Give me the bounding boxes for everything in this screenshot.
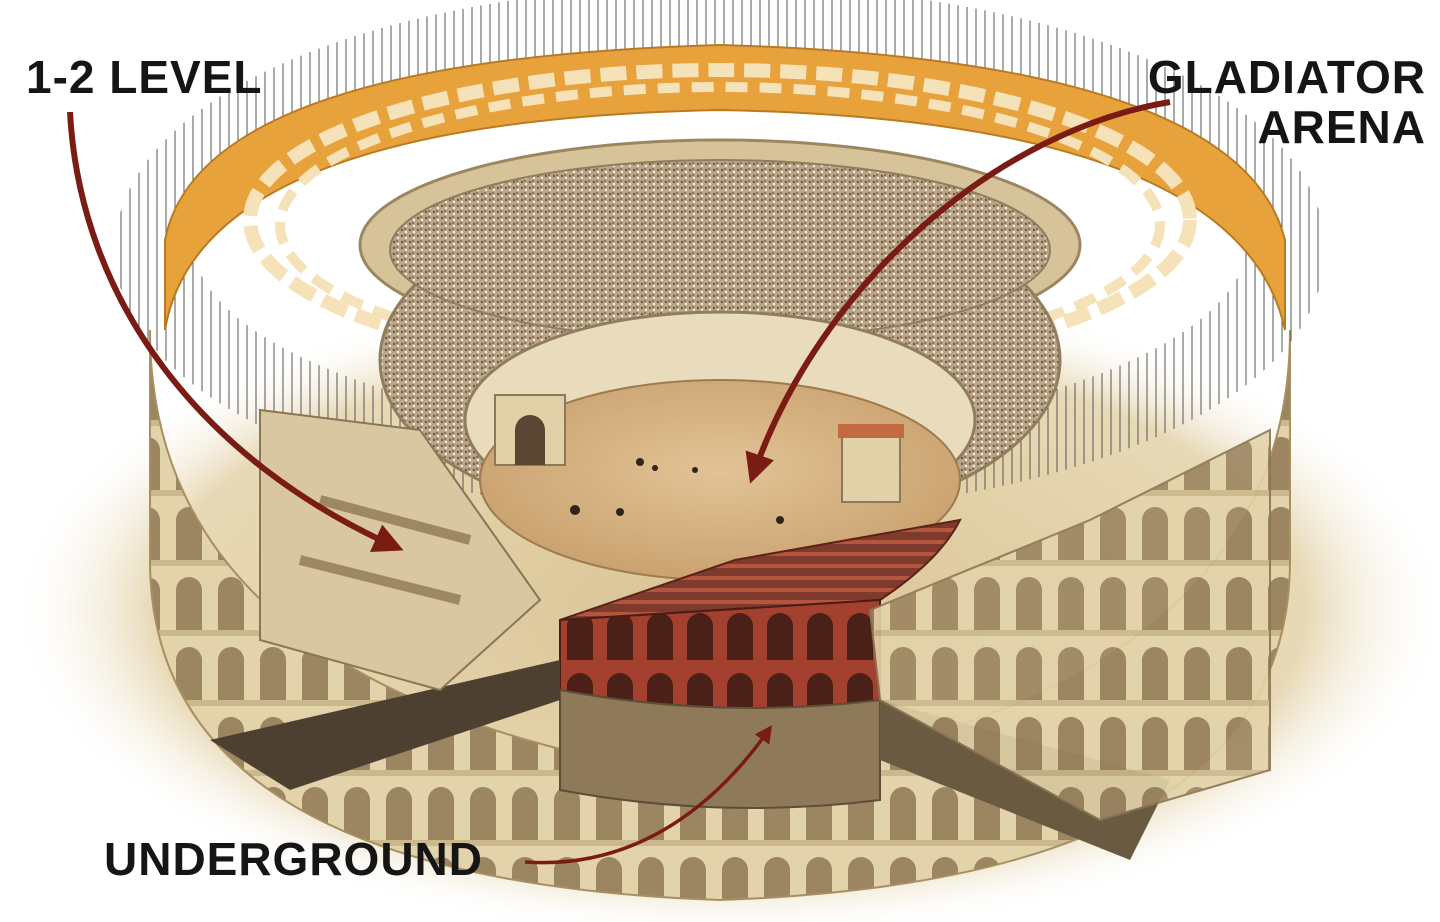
- label-level: 1-2 LEVEL: [26, 51, 263, 103]
- arena-gate-right: [838, 424, 904, 503]
- left-section-beams: [298, 495, 472, 605]
- gladiator-figures: [570, 458, 784, 524]
- label-gladiator-arena-line1: GLADIATOR: [1147, 51, 1426, 103]
- right-section-cut: [868, 428, 1271, 822]
- underground-foundation: [559, 688, 881, 809]
- foundation-trench-left: [210, 660, 560, 790]
- cutaway-seating-lower: [559, 598, 881, 709]
- arrow-arena: [745, 99, 1171, 484]
- label-gladiator-arena: GLADIATOR ARENA: [1148, 52, 1426, 152]
- label-underground: UNDERGROUND: [104, 833, 483, 885]
- arrow-level: [67, 111, 404, 552]
- arrow-underground: [524, 725, 772, 865]
- cutaway-seating: [559, 518, 962, 621]
- arena-gate-left: [494, 394, 566, 466]
- label-gladiator-arena-line2: ARENA: [1257, 101, 1426, 153]
